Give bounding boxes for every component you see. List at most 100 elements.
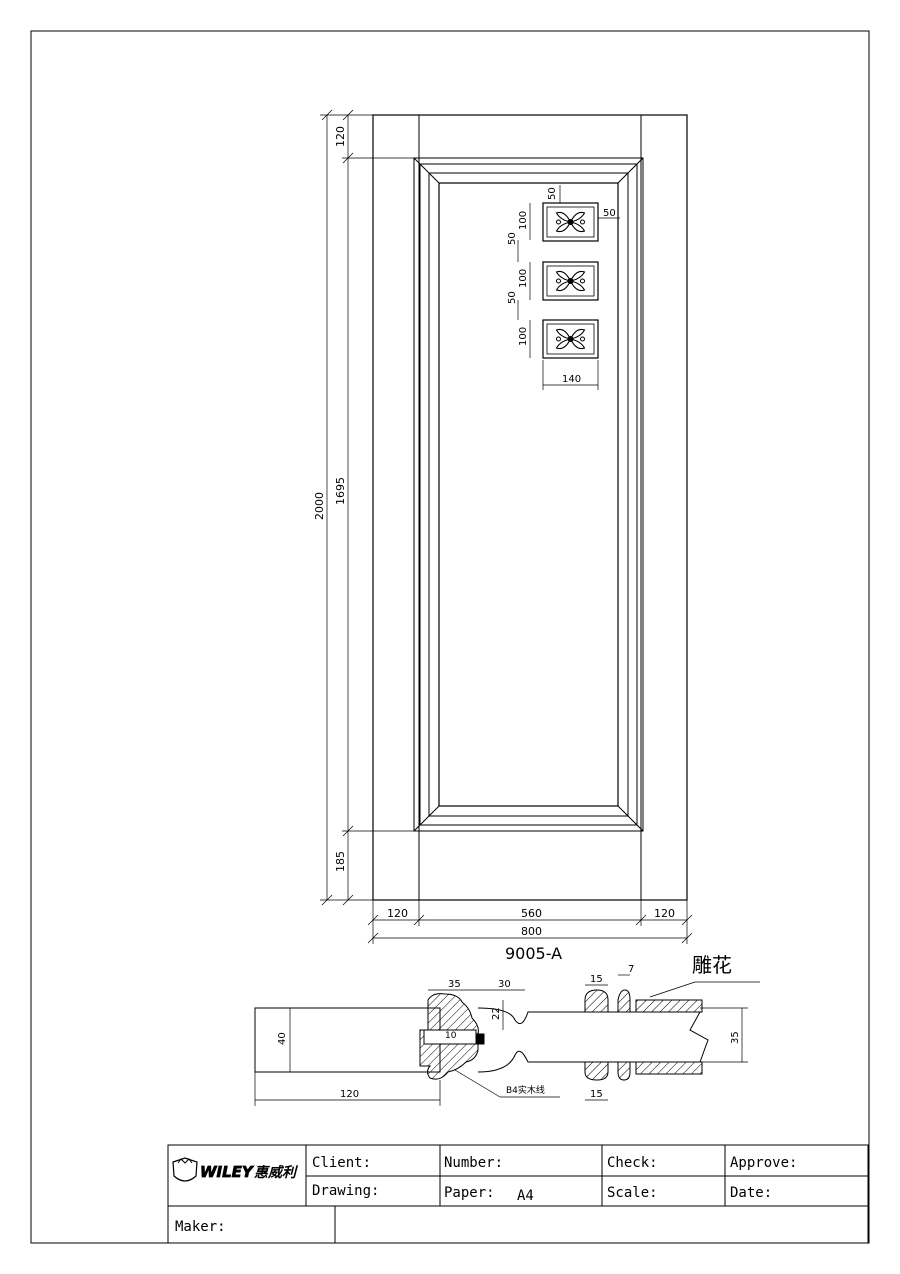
carving-top-3 [635,999,703,1013]
ornament-height-label-1: 100 [518,211,529,230]
logo-wordmark: WILEY [200,1163,255,1181]
ornament-center [567,278,574,284]
panel-height-label: 1695 [334,477,347,505]
overall-height-label: 2000 [313,492,326,520]
ornament-leaf [555,280,571,292]
overall-width-label: 800 [521,925,542,938]
miter-tl [413,157,440,184]
crown-icon [177,1158,193,1164]
carved-ornament-1 [542,202,599,242]
leader-carving [649,981,696,998]
drawing-label: Drawing: [312,1183,379,1199]
maker-label: Maker: [175,1219,226,1235]
number-label: Number: [444,1155,503,1171]
shield-icon [172,1157,198,1182]
carving-top-1 [584,989,609,1013]
section-dim-lines [254,974,760,1106]
section-detail [254,974,760,1106]
horizontal-dimensions [367,900,693,944]
ornament-curl-right [580,336,585,342]
section-depth-label: 22 [491,1007,502,1020]
client-label: Client: [312,1155,371,1171]
tick-w5 [367,932,379,944]
tick-w6 [681,932,693,944]
ornament-leaf [555,338,571,350]
ornament-frame-outer [542,319,599,359]
panel-moulding-mid [419,163,638,826]
section-moulding-width-label: 35 [448,979,461,990]
model-code: 9005-A [505,944,562,963]
ornament-curl-left [556,336,561,342]
carved-ornament-3 [542,319,599,359]
ornament-height-label-2: 100 [518,269,529,288]
carving-bot-1 [584,1061,609,1081]
ornament-side-offset-label: 50 [603,208,616,219]
ornament-height-label-3: 100 [518,327,529,346]
vertical-dimensions [320,109,414,906]
section-gap-label: 30 [498,979,511,990]
ornament-leaf [555,221,571,233]
carved-ornaments [542,202,599,359]
carving-bot-2 [617,1061,631,1081]
door-elevation [372,114,688,901]
right-stile-label: 120 [654,907,675,920]
ornament-leaf [570,270,586,282]
ornament-frame-inner [546,265,595,297]
section-carving-width-label: 15 [590,974,603,985]
ornament-center [567,219,574,225]
carved-ornament-2 [542,261,599,301]
panel-section [477,1007,709,1073]
panel-moulding-inner [428,172,629,817]
tick-2000-top [321,109,333,121]
door-outline [372,114,688,901]
ornament-leaf [570,221,586,233]
section-groove-label: 10 [445,1031,457,1041]
date-label: Date: [730,1185,772,1201]
moulding-callout: B4实木线 [506,1084,545,1096]
tick-120-top [342,109,354,121]
top-rail-label: 120 [334,126,347,147]
approve-label: Approve: [730,1155,797,1171]
ornament-frame-outer [542,202,599,242]
ornament-leaf [555,211,571,223]
panel-width-label: 560 [521,907,542,920]
tick-w2 [413,914,425,926]
title-block [167,1144,869,1244]
ornament-top-offset-label: 50 [547,187,558,200]
ornament-frame-outer [542,261,599,301]
left-stile-label: 120 [387,907,408,920]
ornament-gap-label-2: 50 [507,291,518,304]
tick-w3 [635,914,647,926]
leader-moulding [454,1069,501,1098]
carving-top-2 [617,989,631,1013]
tick-w1 [367,914,379,926]
ornament-leaf [570,211,586,223]
tick-120-bot [342,152,354,164]
tick-1695-bot [342,825,354,837]
ornament-frame-inner [546,323,595,355]
ornament-gap-label-1: 50 [507,232,518,245]
paper-value: A4 [517,1188,534,1204]
ornament-curl-right [580,219,585,225]
ornament-dimensions [517,185,620,390]
tick-185-bot [342,894,354,906]
section-carving-gap-label: 7 [628,964,634,975]
carving-bot-3 [635,1061,703,1075]
scale-label: Scale: [607,1185,658,1201]
check-label: Check: [607,1155,658,1171]
section-stile-width-label: 120 [340,1089,359,1100]
ornament-frame-inner [546,206,595,238]
section-bottom-width-label: 15 [590,1089,603,1100]
ornament-center [567,336,574,342]
ornament-leaf [555,270,571,282]
ornament-curl-left [556,278,561,284]
section-thickness-label: 40 [277,1032,288,1045]
company-logo: WILEY 惠威利 [172,1157,299,1182]
miter-bl [413,805,440,832]
ornament-leaf [570,280,586,292]
groove-key [475,1033,485,1045]
ornament-curl-right [580,278,585,284]
tick-2000-bot [321,894,333,906]
ornament-leaf [555,328,571,340]
